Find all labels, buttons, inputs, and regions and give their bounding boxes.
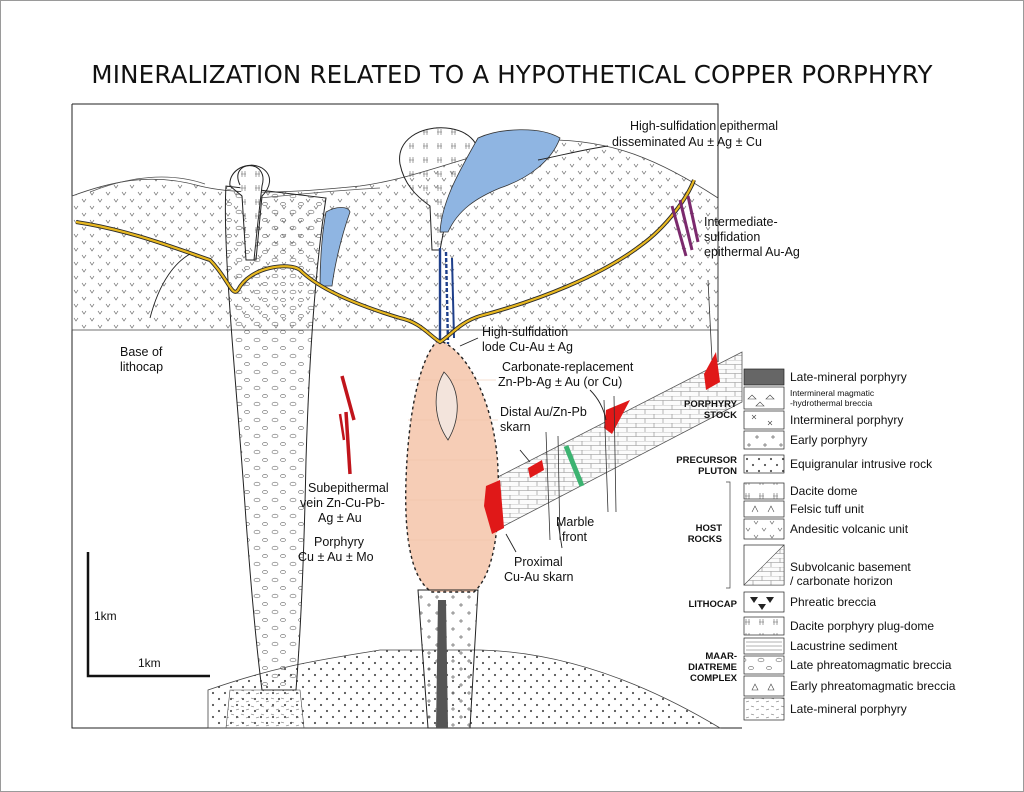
group-porphyry-stock-1: PORPHYRY xyxy=(684,399,738,410)
swatch-dacite-plug-dome xyxy=(743,616,785,636)
intermediate-veins xyxy=(670,195,700,257)
group-precursor-pluton-1: PRECURSOR xyxy=(676,455,737,466)
diatreme-conduit xyxy=(224,185,327,691)
legend-late-mineral-porphyry: Late-mineral porphyry xyxy=(790,370,907,384)
advanced-argillic-left xyxy=(319,207,351,287)
legend-subvolcanic-1: Subvolcanic basement xyxy=(790,560,911,574)
legend-lacustrine: Lacustrine sediment xyxy=(790,639,898,653)
label-base-lithocap-2: lithocap xyxy=(120,360,163,374)
distal-skarn xyxy=(528,460,544,478)
label-hs-epithermal-1: High-sulfidation epithermal xyxy=(630,119,778,133)
label-marble-front-1: Marble xyxy=(556,515,594,529)
swatch-phreatic-breccia xyxy=(743,591,785,613)
label-distal-skarn-1: Distal Au/Zn-Pb xyxy=(500,405,587,419)
swatch-late-phreatomagmatic xyxy=(743,655,785,675)
andesitic-volcanic-unit xyxy=(71,139,719,331)
group-porphyry-stock-2: STOCK xyxy=(704,410,737,421)
label-proximal-skarn-1: Proximal xyxy=(514,555,563,569)
label-hs-lode-1: High-sulfidation xyxy=(482,325,568,339)
group-lithocap: LITHOCAP xyxy=(688,599,737,610)
swatch-late-mineral-porphyry xyxy=(743,368,785,386)
legend-intermineral-breccia-2: -hydrothermal breccia xyxy=(790,398,872,408)
label-subepithermal-3: Ag ± Au xyxy=(318,511,362,525)
legend-equigranular: Equigranular intrusive rock xyxy=(790,457,933,471)
slide-title: MINERALIZATION RELATED TO A HYPOTHETICAL… xyxy=(91,60,933,89)
label-proximal-skarn-2: Cu-Au skarn xyxy=(504,570,574,584)
legend: Late-mineral porphyry Intermineral magma… xyxy=(676,368,956,721)
legend-dacite-plug-dome: Dacite porphyry plug-dome xyxy=(790,619,934,633)
scale-bar: 1km 1km xyxy=(86,552,210,678)
legend-dacite-dome: Dacite dome xyxy=(790,484,858,498)
dacite-dome-left xyxy=(229,164,270,261)
group-maar-diatreme-3: COMPLEX xyxy=(690,673,738,684)
subepithermal-veins xyxy=(338,375,356,475)
proximal-skarn xyxy=(484,480,504,534)
legend-subvolcanic-2: / carbonate horizon xyxy=(790,574,893,588)
leader-arrows xyxy=(149,145,609,553)
cross-section xyxy=(71,103,743,729)
hs-lode-veins xyxy=(438,248,455,345)
legend-felsic-tuff: Felsic tuff unit xyxy=(790,502,864,516)
swatch-late-mineral-porphyry-2 xyxy=(743,697,785,721)
scale-horizontal-label: 1km xyxy=(138,656,161,670)
legend-early-phreatomagmatic: Early phreatomagmatic breccia xyxy=(790,679,956,693)
legend-late-phreatomagmatic: Late phreatomagmatic breccia xyxy=(790,658,952,672)
label-porphyry-2: Cu ± Au ± Mo xyxy=(298,550,374,564)
label-is-epithermal-1: Intermediate- xyxy=(704,215,778,229)
scale-vertical-label: 1km xyxy=(94,609,117,623)
swatch-equigranular xyxy=(743,454,785,474)
legend-andesitic: Andesitic volcanic unit xyxy=(790,522,909,536)
group-precursor-pluton-2: PLUTON xyxy=(698,466,737,477)
group-host-rocks-2: ROCKS xyxy=(688,534,722,545)
early-porphyry-stock xyxy=(417,589,479,729)
label-porphyry-1: Porphyry xyxy=(314,535,365,549)
group-maar-diatreme-1: MAAR- xyxy=(705,651,737,662)
group-maar-diatreme-2: DIATREME xyxy=(688,662,737,673)
upper-skarn xyxy=(704,352,720,390)
legend-late-mineral-porphyry-2: Late-mineral porphyry xyxy=(790,702,907,716)
legend-early-porphyry: Early porphyry xyxy=(790,433,867,447)
swatch-intermineral-breccia xyxy=(743,386,785,410)
swatch-intermineral-porphyry xyxy=(743,410,785,430)
late-mineral-dyke xyxy=(436,600,448,728)
swatch-early-phreatomagmatic xyxy=(743,675,785,697)
label-is-epithermal-3: epithermal Au-Ag xyxy=(704,245,800,259)
label-hs-lode-2: lode Cu-Au ± Ag xyxy=(482,340,573,354)
legend-intermineral-breccia-1: Intermineral magmatic xyxy=(790,388,875,398)
marble-front xyxy=(563,445,585,487)
label-subepithermal-1: Subepithermal xyxy=(308,481,389,495)
legend-intermineral-porphyry: Intermineral porphyry xyxy=(790,413,903,427)
swatch-early-porphyry xyxy=(743,430,785,450)
label-subepithermal-2: vein Zn-Cu-Pb- xyxy=(300,496,385,510)
swatch-felsic-tuff xyxy=(743,500,785,518)
carbonate-replacement-body xyxy=(604,400,630,434)
advanced-argillic-upper xyxy=(439,129,561,233)
porphyry-shell xyxy=(405,339,500,593)
group-host-rocks-1: HOST xyxy=(696,523,723,534)
label-hs-epithermal-2: disseminated Au ± Ag ± Cu xyxy=(612,135,762,149)
swatch-dacite-dome xyxy=(743,482,785,500)
swatch-andesitic xyxy=(743,518,785,540)
label-carbonate-2: Zn-Pb-Ag ± Au (or Cu) xyxy=(498,375,622,389)
label-marble-front-2: front xyxy=(562,530,588,544)
label-distal-skarn-2: skarn xyxy=(500,420,531,434)
label-carbonate-1: Carbonate-replacement xyxy=(502,360,634,374)
label-base-lithocap-1: Base of xyxy=(120,345,163,359)
legend-phreatic-breccia: Phreatic breccia xyxy=(790,595,876,609)
label-is-epithermal-2: sulfidation xyxy=(704,230,760,244)
